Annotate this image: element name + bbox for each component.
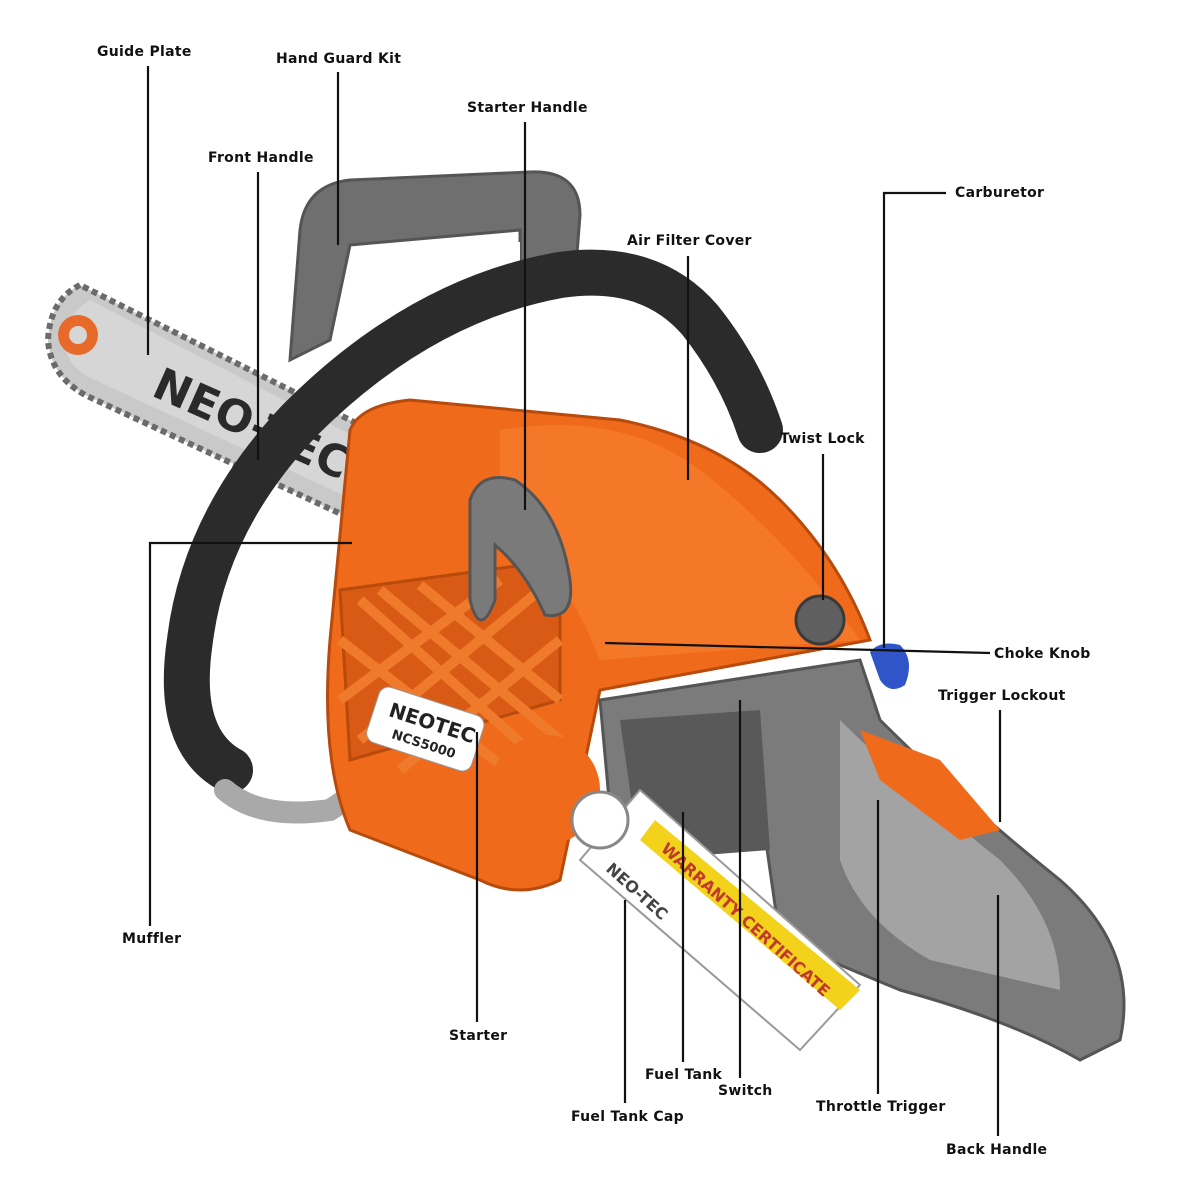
twist-lock-knob: [794, 594, 846, 646]
label-starter: Starter: [449, 1028, 508, 1044]
label-air-filter-cover: Air Filter Cover: [627, 233, 752, 249]
callout-leaders: [146, 66, 1002, 1136]
label-guide-plate: Guide Plate: [97, 44, 192, 60]
label-back-handle: Back Handle: [946, 1142, 1048, 1158]
label-choke-knob: Choke Knob: [994, 646, 1091, 662]
label-muffler: Muffler: [122, 931, 182, 947]
label-hand-guard-kit: Hand Guard Kit: [276, 51, 402, 67]
label-fuel-tank-cap: Fuel Tank Cap: [571, 1109, 684, 1125]
front-handle: [163, 249, 783, 824]
label-switch: Switch: [718, 1083, 773, 1099]
choke-knob: [870, 643, 909, 689]
label-front-handle: Front Handle: [208, 150, 314, 166]
leader-choke-knob: [604, 641, 991, 655]
engine-body: NEOTEC NCS5000: [326, 398, 873, 892]
label-carburetor: Carburetor: [955, 185, 1045, 201]
label-twist-lock: Twist Lock: [780, 431, 865, 447]
leader-carburetor: [882, 191, 946, 648]
label-fuel-tank: Fuel Tank: [645, 1067, 723, 1083]
label-starter-handle: Starter Handle: [467, 100, 588, 116]
label-trigger-lockout: Trigger Lockout: [938, 688, 1066, 704]
label-throttle-trigger: Throttle Trigger: [816, 1099, 946, 1115]
starter-grip: [468, 476, 573, 622]
leader-muffler: [148, 541, 352, 926]
